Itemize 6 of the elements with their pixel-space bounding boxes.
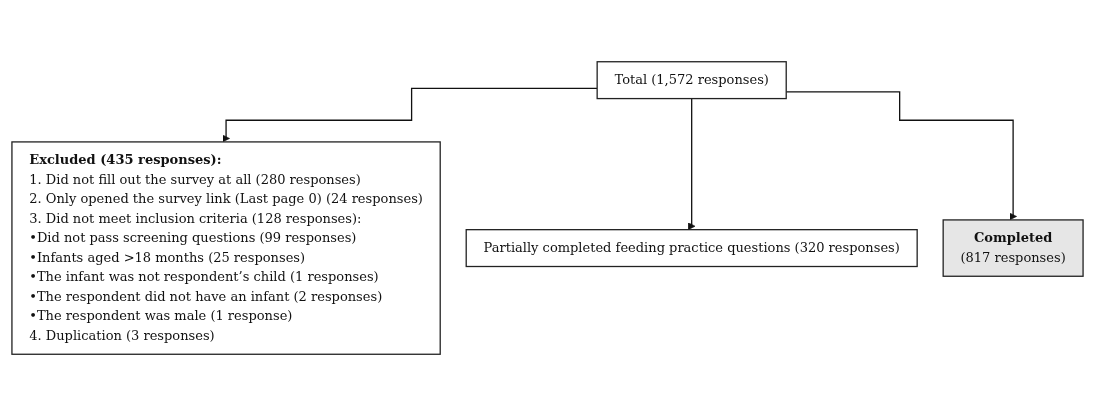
node-box: Completed (817 responses) (942, 219, 1084, 277)
node-box: Excluded (435 responses): 1. Did not fill out the survey at all (280 responses) 2. Only opened the survey link (Last page 0) (24 responses) 3. Did not meet inclusion criteria (128 responses): •Did not pass screening questions (99 responses) •Infants aged >18 months (25 responses) •The infant was not respondent’s child (1 responses) •The respondent did not have an infant (2 responses) •The respondent was male (1 response) 4. Duplication (3 responses) (11, 141, 441, 355)
arrow (687, 97, 696, 230)
node-box: Total (1,572 responses) (596, 61, 787, 100)
node-box: Partially completed feeding practice questions (320 responses) (465, 229, 918, 268)
arrow (222, 87, 598, 143)
